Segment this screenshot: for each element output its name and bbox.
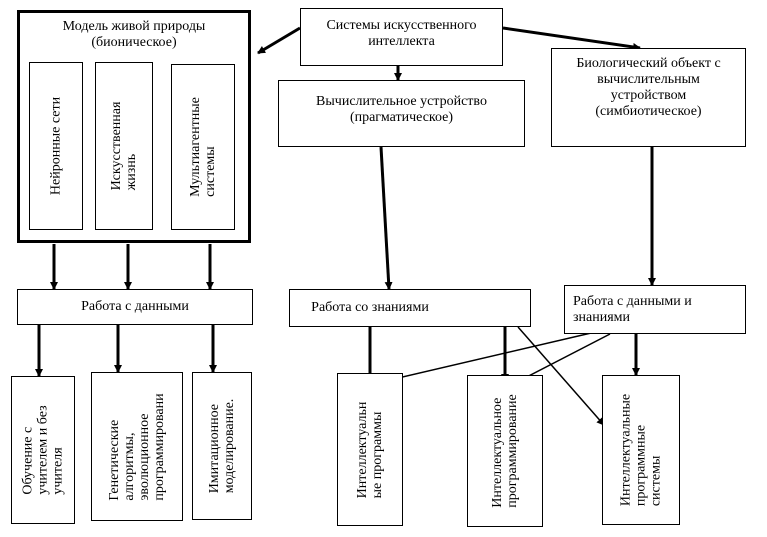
bionic-item-neural: Нейронные сети bbox=[29, 62, 83, 230]
genetic-line1: Генетические bbox=[107, 419, 122, 501]
int-programs-line2: ые программы bbox=[370, 411, 385, 498]
intellectual-programs-box: Интеллектуальн ые программы bbox=[337, 373, 403, 526]
bionic-item-multiagent: Мультиагентные системы bbox=[171, 64, 235, 230]
symbiotic-box: Биологический объект с вычислительным ус… bbox=[551, 48, 746, 147]
symbiotic-line4: (симбиотическое) bbox=[595, 104, 702, 119]
arrow-dataknowledge-to-programs bbox=[380, 329, 605, 385]
knowledge-work-box: Работа со знаниями bbox=[289, 289, 531, 327]
data-work-label: Работа с данными bbox=[81, 299, 189, 314]
multiagent-line2: системы bbox=[203, 146, 218, 197]
data-knowledge-box: Работа с данными и знаниями bbox=[564, 285, 746, 334]
bionic-subtitle: (бионическое) bbox=[91, 35, 177, 50]
neural-label: Нейронные сети bbox=[48, 96, 64, 196]
genetic-box: Генетические алгоритмы, эволюционное про… bbox=[91, 372, 183, 521]
imitation-line2: моделирование. bbox=[222, 398, 237, 494]
symbiotic-line3: устройством bbox=[610, 88, 687, 103]
bionic-item-artificial-life: Искусственная жизнь bbox=[95, 62, 153, 230]
genetic-line3: эволюционное bbox=[137, 413, 152, 501]
ai-systems-line1: Системы искусственного bbox=[326, 18, 477, 33]
arrow-top-to-bionic bbox=[257, 26, 301, 55]
data-knowledge-line1: Работа с данными и bbox=[573, 294, 692, 309]
learning-box: Обучение с учителем и без учителя bbox=[11, 376, 75, 524]
knowledge-work-label: Работа со знаниями bbox=[311, 300, 429, 315]
imitation-box: Имитационное моделирование. bbox=[192, 372, 252, 520]
pragmatic-line2: (прагматическое) bbox=[349, 110, 454, 125]
int-systems-line3: системы bbox=[648, 455, 664, 507]
artificial-life-line2: жизнь bbox=[124, 153, 139, 191]
intellectual-systems-box: Интеллектуальные программные системы bbox=[602, 375, 680, 525]
imitation-line1: Имитационное bbox=[207, 403, 222, 494]
ai-systems-line2: интеллекта bbox=[368, 34, 435, 49]
multiagent-line1: Мультиагентные bbox=[188, 97, 203, 197]
int-programming-line2: программирование bbox=[505, 394, 520, 508]
arrow-top-to-symbiotic bbox=[502, 26, 641, 51]
learning-line3: учителя bbox=[50, 447, 66, 495]
int-systems-line1: Интеллектуальные bbox=[618, 393, 634, 507]
arrow-pragmatic-to-knowledge bbox=[379, 146, 393, 290]
arrow-dataknowledge-to-programming bbox=[516, 333, 611, 383]
int-programming-line1: Интеллектуальное bbox=[490, 397, 505, 508]
ai-systems-box: Системы искусственного интеллекта bbox=[300, 8, 503, 66]
intellectual-programming-box: Интеллектуальное программирование bbox=[467, 375, 543, 527]
learning-line1: Обучение с bbox=[20, 426, 36, 495]
int-systems-line2: программные bbox=[633, 424, 649, 507]
pragmatic-line1: Вычислительное устройство bbox=[316, 94, 487, 109]
symbiotic-line1: Биологический объект с bbox=[576, 56, 721, 71]
genetic-line2: алгоритмы, bbox=[122, 432, 137, 501]
data-knowledge-line2: знаниями bbox=[573, 310, 631, 325]
symbiotic-line2: вычислительным bbox=[597, 72, 700, 87]
bionic-title: Модель живой природы bbox=[62, 19, 206, 34]
data-work-box: Работа с данными bbox=[17, 289, 253, 325]
genetic-line4: программировани bbox=[152, 392, 167, 501]
artificial-life-line1: Искусственная bbox=[109, 101, 124, 191]
pragmatic-box: Вычислительное устройство (прагматическо… bbox=[278, 80, 525, 147]
arrow-knowledge-to-systems bbox=[517, 326, 605, 426]
learning-line2: учителем и без bbox=[35, 405, 51, 495]
int-programs-line1: Интеллектуальн bbox=[355, 401, 370, 498]
